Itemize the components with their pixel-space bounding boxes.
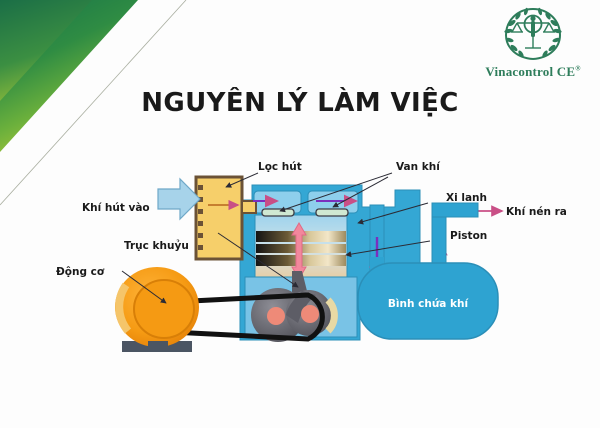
crankshaft-assembly — [251, 271, 338, 342]
vinacontrol-emblem-icon — [504, 7, 562, 60]
corner-wedge-inner — [0, 0, 92, 101]
air-tank-unit: Bình chứa khí — [357, 202, 499, 340]
valve-plates — [261, 208, 349, 217]
diagram-labels: Khí hút vào Lọc hút Van khí Xi lanh Pist… — [56, 161, 567, 278]
label-intake-filter: Lọc hút — [258, 161, 302, 173]
label-piston: Piston — [450, 230, 487, 242]
label-cylinder: Xi lanh — [446, 192, 487, 204]
page-title: NGUYÊN LÝ LÀM VIỆC — [141, 88, 459, 118]
label-motor: Động cơ — [56, 266, 105, 278]
motor-unit — [115, 267, 199, 352]
intake-filter-unit — [194, 175, 257, 261]
label-crankshaft: Trục khuỷu — [124, 239, 189, 252]
label-intake-air: Khí hút vào — [82, 202, 150, 214]
brand-logo: Vinacontrol CE® — [474, 4, 592, 82]
label-compressed-out: Khí nén ra — [506, 206, 567, 218]
label-air-valve: Van khí — [396, 161, 441, 173]
registered-mark: ® — [575, 64, 581, 73]
label-air-tank: Bình chứa khí — [388, 298, 470, 310]
brand-logo-text: Vinacontrol CE® — [485, 64, 581, 79]
corner-wedge-main — [0, 0, 138, 152]
leader-lines — [121, 172, 431, 304]
intake-air-arrow — [157, 177, 201, 221]
air-compressor-diagram: Bình chứa khí Khí hút vào Lọc hút Van kh… — [56, 161, 567, 352]
